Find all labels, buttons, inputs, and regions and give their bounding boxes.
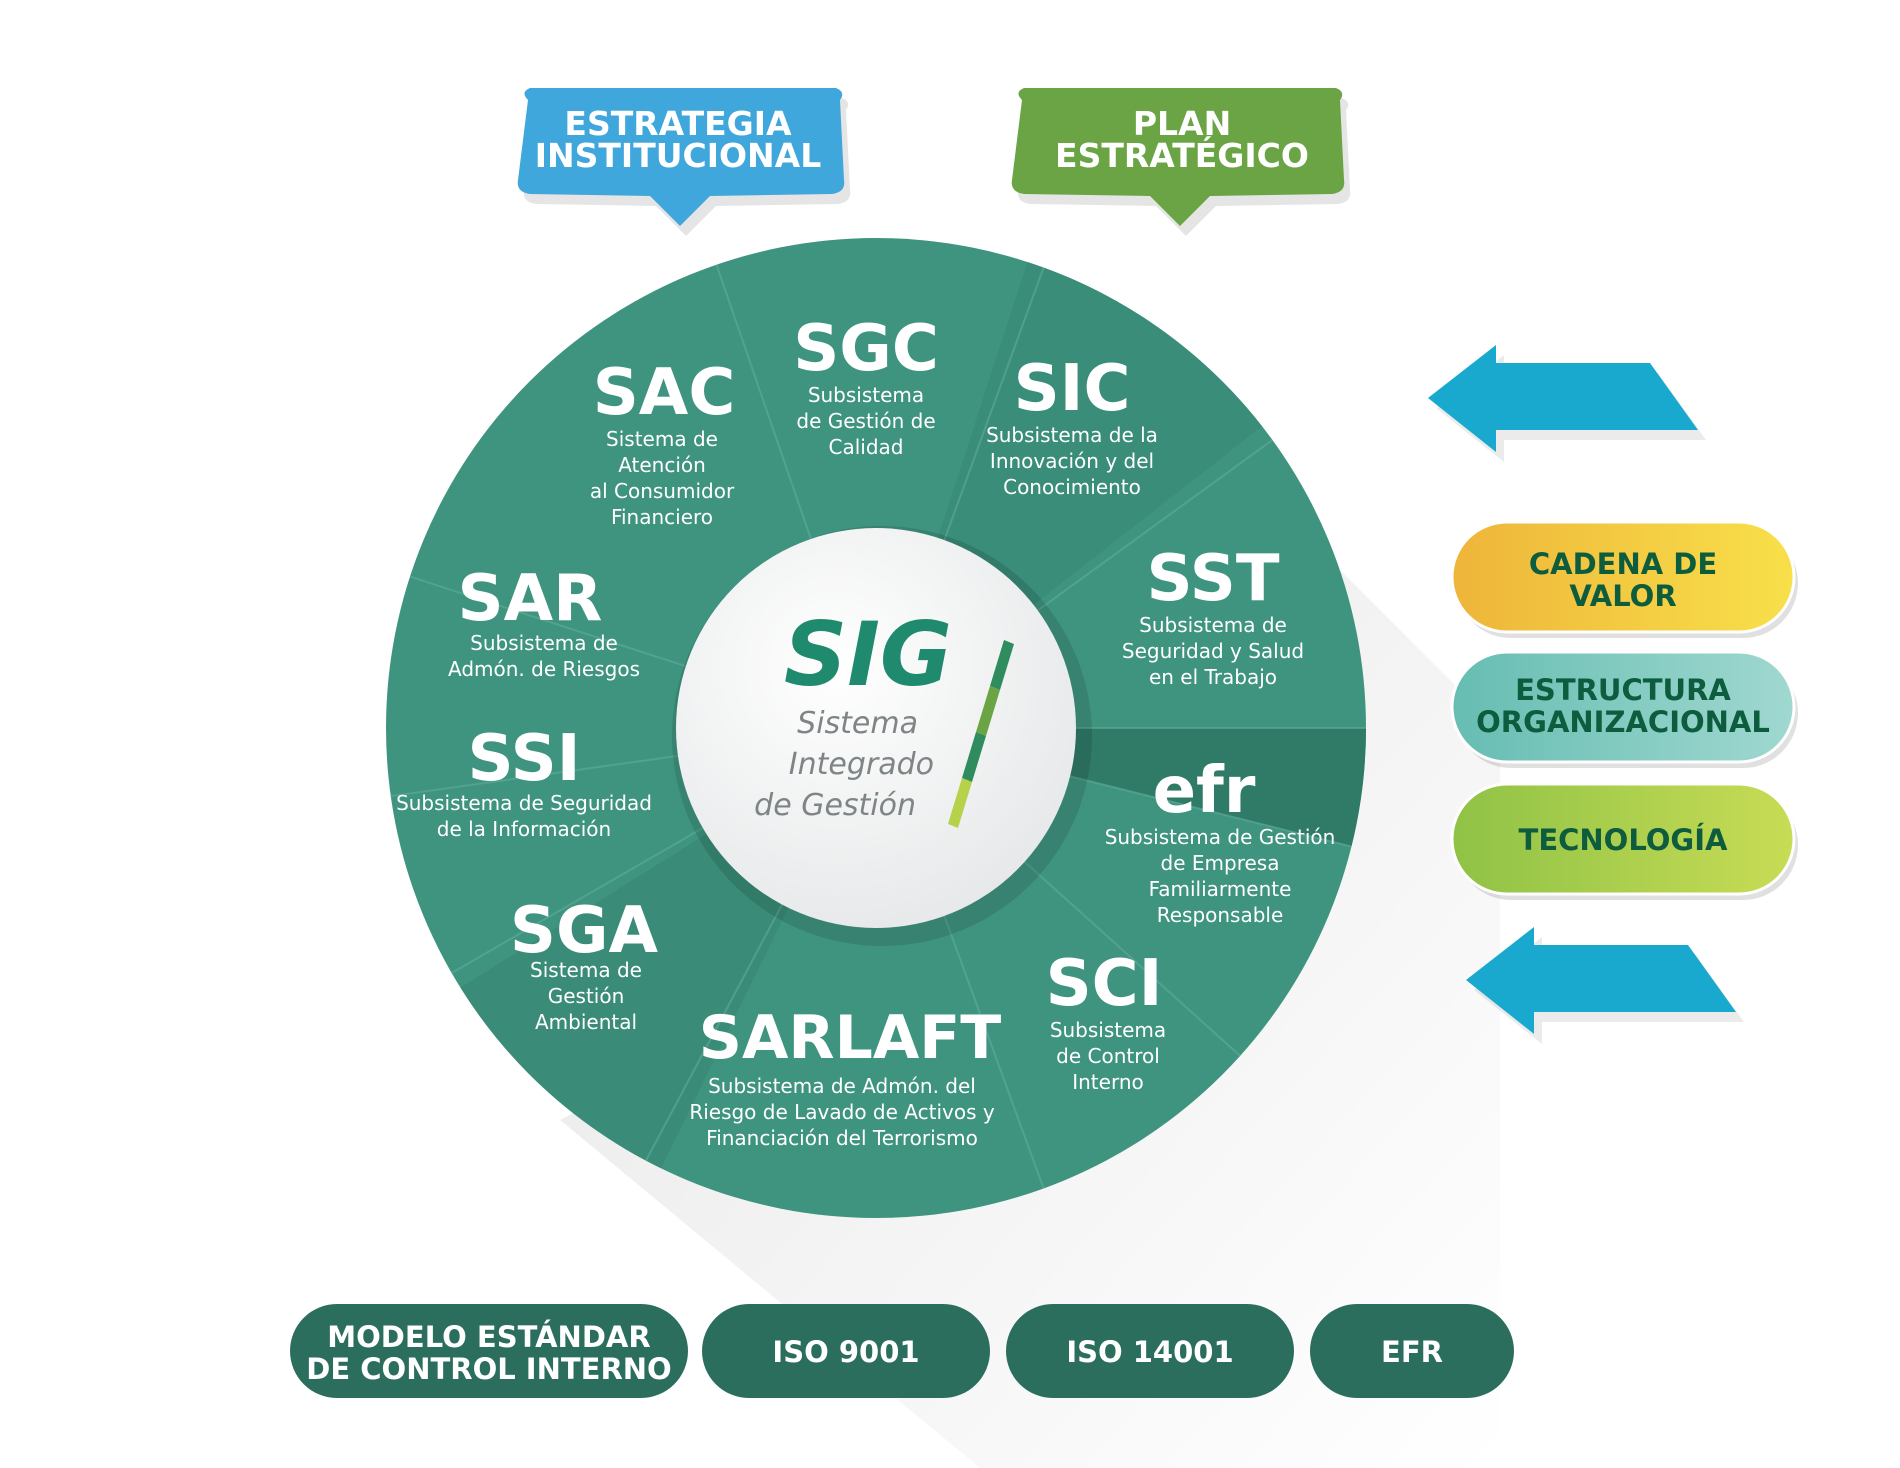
- segment-sic[interactable]: SIC Subsistema de la Innovación y del Co…: [986, 352, 1158, 499]
- segment-sar[interactable]: SAR Subsistema de Admón. de Riesgos: [448, 562, 640, 681]
- segment-desc: Conocimiento: [1003, 475, 1141, 499]
- segment-sarlaft[interactable]: SARLAFT Subsistema de Admón. del Riesgo …: [689, 1003, 1001, 1150]
- pill-estructura-organizacional: ESTRUCTURA ORGANIZACIONAL: [1450, 650, 1798, 768]
- arrow-left-icon: [1466, 927, 1744, 1044]
- segment-title: SAC: [593, 356, 736, 430]
- center-disc: [676, 528, 1076, 928]
- segment-desc: Riesgo de Lavado de Activos y: [689, 1100, 995, 1124]
- segment-desc: de la Información: [437, 817, 611, 841]
- segment-desc: Gestión: [548, 984, 625, 1008]
- segment-desc: Atención: [618, 453, 706, 477]
- segment-title: SGA: [510, 894, 659, 968]
- standard-line: MODELO ESTÁNDAR: [327, 1320, 650, 1354]
- segment-divider: [943, 915, 1045, 1189]
- center-line-3: de Gestión: [754, 788, 916, 823]
- pill-line: ESTRUCTURA: [1515, 673, 1731, 707]
- segment-divider: [715, 264, 812, 540]
- segment-desc: Subsistema de Admón. del: [708, 1074, 976, 1098]
- standard-line: ISO 14001: [1066, 1335, 1233, 1369]
- segment-desc: Subsistema de la: [986, 423, 1158, 447]
- pill-line: CADENA DE: [1529, 547, 1717, 581]
- segment-desc: en el Trabajo: [1149, 665, 1277, 689]
- segment-divider: [1023, 861, 1241, 1057]
- segment-dividers: [390, 264, 1366, 1189]
- center-title: SIG: [784, 603, 952, 706]
- segment-divider: [645, 904, 783, 1162]
- segment-title: SST: [1147, 542, 1280, 616]
- segment-desc: al Consumidor: [590, 479, 735, 503]
- segment-desc: Calidad: [829, 435, 904, 459]
- segment-desc: Admón. de Riesgos: [448, 657, 640, 681]
- standard-line: ISO 9001: [772, 1335, 919, 1369]
- segment-desc: Interno: [1072, 1070, 1144, 1094]
- tag-line: INSTITUCIONAL: [535, 136, 822, 175]
- pill-tecnologia: TECNOLOGÍA: [1450, 782, 1798, 900]
- segment-efr-shading: [1070, 728, 1366, 847]
- standard-line: EFR: [1381, 1335, 1443, 1369]
- segment-desc: Familiarmente: [1149, 877, 1292, 901]
- segment-divider: [1037, 439, 1274, 612]
- tag-line: PLAN: [1133, 104, 1231, 143]
- tag-line: ESTRATEGIA: [564, 104, 792, 143]
- segment-title: SARLAFT: [699, 1003, 1002, 1073]
- center-line-2: Integrado: [789, 747, 934, 782]
- arrow-left-icon: [1428, 345, 1706, 462]
- segment-desc: Subsistema: [808, 383, 924, 407]
- segment-sst[interactable]: SST Subsistema de Seguridad y Salud en e…: [1122, 542, 1304, 689]
- segment-desc: Subsistema de Seguridad: [396, 791, 652, 815]
- segment-desc: Subsistema de: [1139, 613, 1287, 637]
- segment-sci[interactable]: SCI Subsistema de Control Interno: [1046, 947, 1167, 1094]
- segment-divider: [943, 267, 1045, 541]
- segment-desc: Seguridad y Salud: [1122, 639, 1304, 663]
- standard-line: DE CONTROL INTERNO: [306, 1352, 671, 1386]
- tag-plan-estrategico: PLAN ESTRATÉGICO: [1011, 88, 1351, 236]
- segment-title: SGC: [793, 312, 939, 386]
- standard-modelo-estandar: MODELO ESTÁNDAR DE CONTROL INTERNO: [290, 1304, 688, 1398]
- segment-desc: Subsistema de Gestión: [1105, 825, 1336, 849]
- segment-title: SAR: [458, 562, 603, 636]
- pill-line: VALOR: [1569, 579, 1676, 613]
- segment-efr[interactable]: efr Subsistema de Gestión de Empresa Fam…: [1105, 754, 1336, 927]
- segment-desc: Financiación del Terrorismo: [706, 1126, 978, 1150]
- segment-desc: Subsistema de: [470, 631, 618, 655]
- segment-sgc[interactable]: SGC Subsistema de Gestión de Calidad: [793, 312, 939, 459]
- standard-iso-14001: ISO 14001: [1006, 1304, 1294, 1398]
- segments-group: [460, 261, 1366, 1169]
- segment-desc: Sistema de: [606, 427, 718, 451]
- segment-ssi[interactable]: SSI Subsistema de Seguridad de la Inform…: [396, 722, 652, 841]
- segment-title: SIC: [1014, 352, 1131, 426]
- segment-title: SSI: [467, 722, 580, 796]
- segment-desc: de Empresa: [1161, 851, 1280, 875]
- segment-desc: Sistema de: [530, 958, 642, 982]
- segment-desc: Subsistema: [1050, 1018, 1166, 1042]
- standard-iso-9001: ISO 9001: [702, 1304, 990, 1398]
- standard-efr: EFR: [1310, 1304, 1514, 1398]
- pill-line: TECNOLOGÍA: [1519, 823, 1728, 857]
- pill-line: ORGANIZACIONAL: [1476, 705, 1770, 739]
- segment-desc: de Gestión de: [796, 409, 935, 433]
- segment-desc: Financiero: [611, 505, 713, 529]
- segment-title: efr: [1153, 754, 1256, 828]
- center-line-1: Sistema: [797, 706, 918, 741]
- segment-divider: [409, 575, 687, 668]
- segment-desc: de Control: [1056, 1044, 1160, 1068]
- segment-desc: Innovación y del: [990, 449, 1154, 473]
- segment-desc: Ambiental: [535, 1010, 637, 1034]
- segment-title: SCI: [1046, 947, 1163, 1021]
- tag-estrategia-institucional: ESTRATEGIA INSTITUCIONAL: [517, 88, 851, 236]
- segment-divider: [1069, 775, 1352, 848]
- segment-sga[interactable]: SGA Sistema de Gestión Ambiental: [510, 894, 659, 1034]
- segment-desc: Responsable: [1157, 903, 1284, 927]
- tag-line: ESTRATÉGICO: [1055, 135, 1309, 175]
- pill-cadena-de-valor: CADENA DE VALOR: [1450, 520, 1798, 638]
- segment-sga-shading: [460, 833, 789, 1169]
- center-stripes: [948, 640, 1014, 828]
- segment-sac[interactable]: SAC Sistema de Atención al Consumidor Fi…: [590, 356, 735, 529]
- segment-sic-shading: [937, 261, 1263, 605]
- segment-divider: [451, 827, 704, 974]
- segment-divider: [390, 754, 679, 798]
